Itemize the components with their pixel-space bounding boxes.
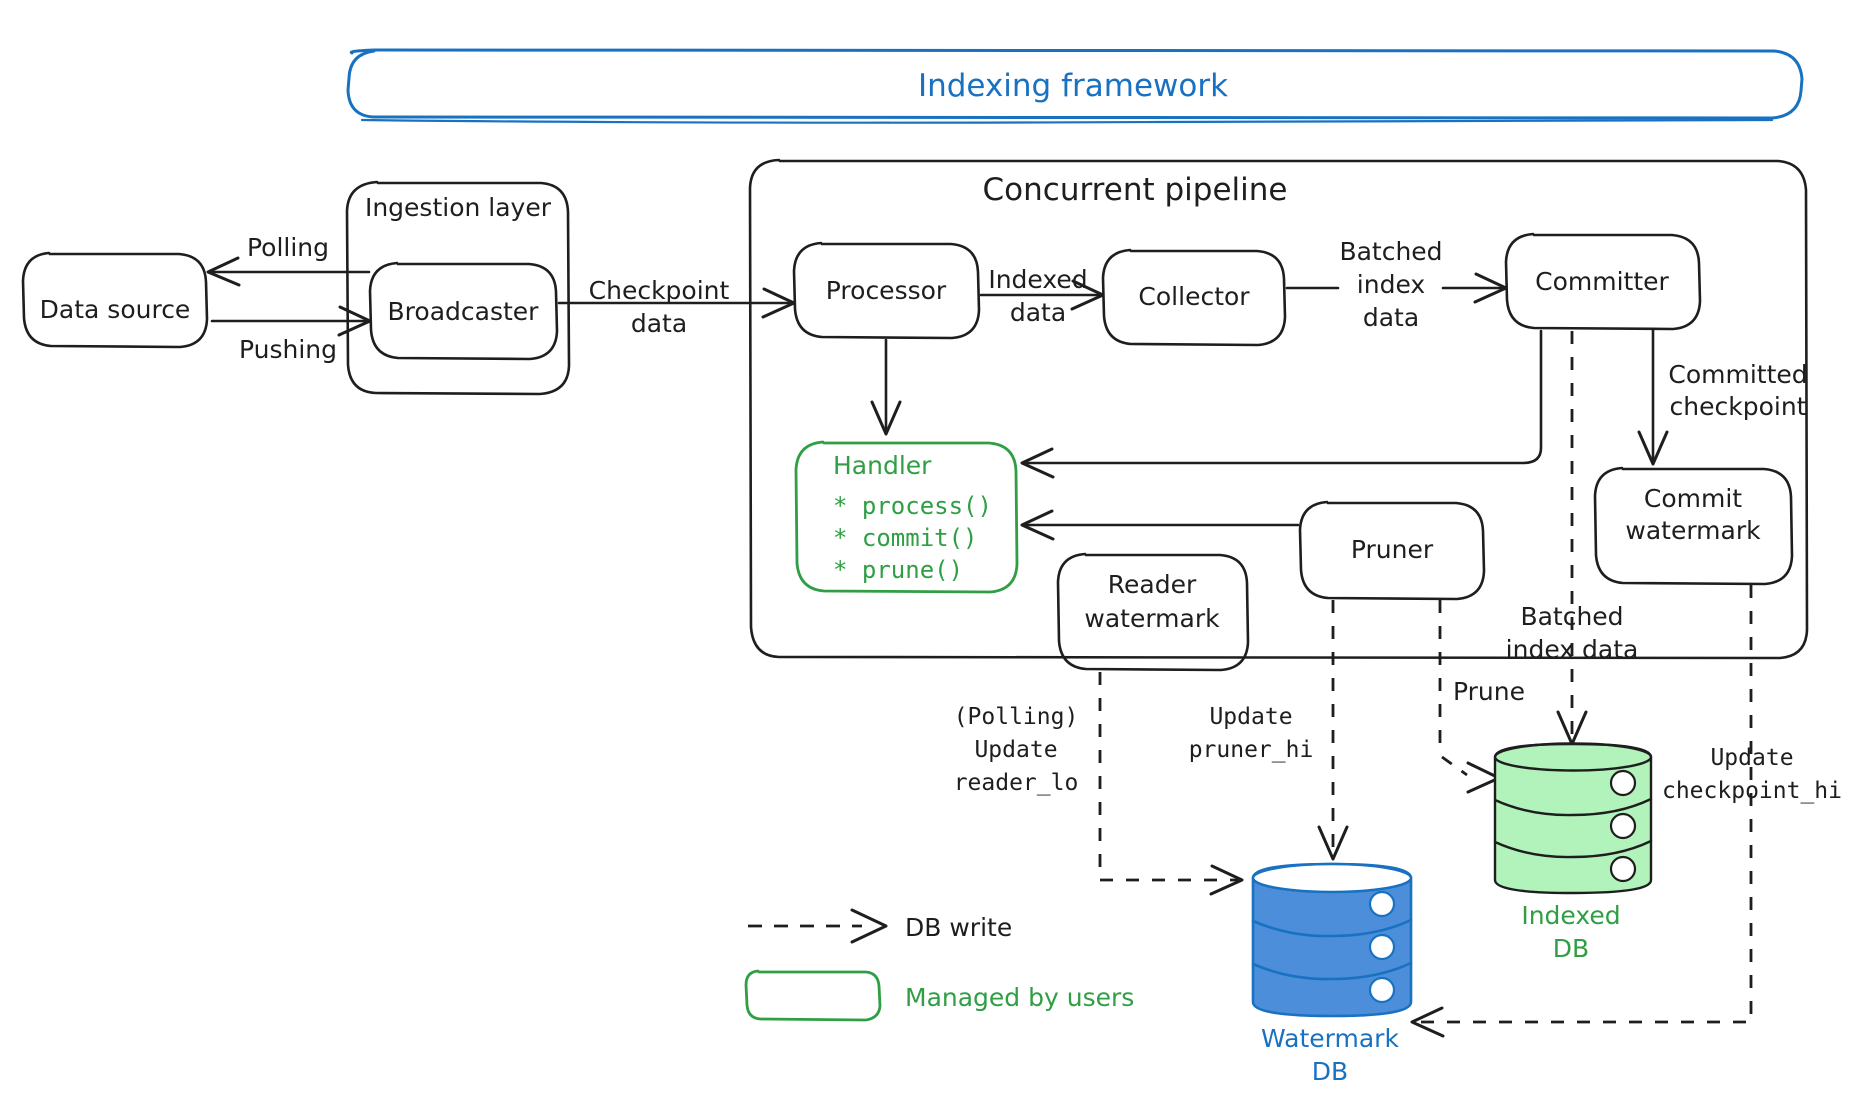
node-reader-watermark[interactable]: Reader watermark (1056, 552, 1250, 672)
edge-batched-index-data: Batched index data (1285, 237, 1508, 332)
watermark-db-label-line1: Watermark (1261, 1024, 1399, 1053)
edge-label-indexed-data-line2: data (1010, 298, 1066, 327)
edge-checkpoint-data: Checkpoint data (557, 276, 796, 338)
edge-processor-to-handler (870, 338, 902, 436)
reader-watermark-label-line2: watermark (1084, 604, 1220, 633)
data-source-label: Data source (40, 295, 191, 324)
edge-batched-index-data-db-write: Batched index data (1506, 331, 1639, 746)
edge-pushing: Pushing (210, 305, 372, 364)
committer-label: Committer (1535, 267, 1669, 296)
node-commit-watermark[interactable]: Commit watermark (1593, 466, 1794, 586)
edge-committer-to-handler (1020, 329, 1543, 479)
edge-label-update-pruner-line2: pruner_hi (1189, 737, 1314, 763)
edge-label-update-reader-line1: Update (974, 737, 1057, 763)
edge-pruner-to-handler (1020, 509, 1300, 541)
edge-label-batched-index-data2-line1: Batched (1520, 602, 1623, 631)
database-watermark-db[interactable]: Watermark DB (1251, 862, 1413, 1086)
legend-item-db-write: DB write (748, 908, 1012, 944)
edge-label-committed-checkpoint-line1: Committed (1668, 360, 1807, 389)
edge-label-batched-index-data-line2: index (1357, 270, 1425, 299)
edge-committed-checkpoint: Committed checkpoint (1637, 328, 1808, 466)
pruner-label: Pruner (1351, 535, 1434, 564)
edge-label-batched-index-data-line3: data (1363, 303, 1419, 332)
edge-pruner-watermark-db-write: Update pruner_hi (1189, 600, 1349, 861)
broadcaster-label: Broadcaster (388, 297, 540, 326)
commit-watermark-label-line2: watermark (1625, 516, 1761, 545)
legend: DB write Managed by users (744, 908, 1134, 1022)
indexed-db-label-line2: DB (1553, 934, 1589, 963)
edge-label-update-pruner-line1: Update (1209, 704, 1292, 730)
edge-label-batched-index-data2-line2: index data (1506, 635, 1639, 664)
container-concurrent-pipeline: Concurrent pipeline (748, 158, 1809, 660)
edge-reader-watermark-db-write: (Polling) Update reader_lo (954, 672, 1244, 896)
edge-label-polling-paren: (Polling) (954, 704, 1079, 730)
edge-label-pushing: Pushing (239, 335, 337, 364)
node-data-source[interactable]: Data source (21, 251, 209, 349)
node-processor[interactable]: Processor (792, 241, 981, 340)
edge-label-update-checkpoint-line1: Update (1710, 745, 1793, 771)
commit-watermark-label-line1: Commit (1644, 484, 1742, 513)
handler-title: Handler (833, 451, 932, 480)
watermark-db-label-line2: DB (1312, 1057, 1348, 1086)
indexing-framework-title: Indexing framework (918, 68, 1228, 104)
edge-label-update-reader-line2: reader_lo (954, 770, 1079, 796)
edge-polling: Polling (206, 233, 371, 287)
collector-label: Collector (1138, 282, 1250, 311)
node-pruner[interactable]: Pruner (1298, 500, 1486, 601)
container-indexing-framework: Indexing framework (346, 48, 1804, 124)
edge-label-checkpoint-data-line1: Checkpoint (589, 276, 730, 305)
node-broadcaster[interactable]: Broadcaster (368, 261, 559, 361)
reader-watermark-label-line1: Reader (1108, 570, 1197, 599)
node-committer[interactable]: Committer (1504, 232, 1702, 331)
edge-label-polling: Polling (247, 233, 329, 262)
node-collector[interactable]: Collector (1101, 248, 1287, 347)
legend-item-managed-by-users: Managed by users (744, 969, 1134, 1022)
edge-label-indexed-data-line1: Indexed (988, 265, 1087, 294)
database-indexed-db[interactable]: Indexed DB (1493, 742, 1653, 964)
edge-label-update-checkpoint-line2: checkpoint_hi (1662, 778, 1842, 804)
concurrent-pipeline-label: Concurrent pipeline (983, 172, 1288, 208)
node-handler[interactable]: Handler * process() * commit() * prune() (794, 440, 1019, 594)
edge-indexed-data: Indexed data (979, 265, 1105, 327)
indexed-db-label-line1: Indexed (1521, 901, 1620, 930)
edge-label-batched-index-data-line1: Batched (1339, 237, 1442, 266)
legend-label-managed-by-users: Managed by users (905, 983, 1134, 1012)
edge-label-committed-checkpoint-line2: checkpoint (1670, 392, 1807, 421)
handler-method-prune: * prune() (833, 556, 963, 584)
handler-method-process: * process() (833, 492, 992, 520)
container-ingestion-layer: Ingestion layer (345, 180, 571, 396)
ingestion-layer-label: Ingestion layer (365, 193, 552, 222)
processor-label: Processor (826, 276, 947, 305)
edge-commit-watermark-db-write: Update checkpoint_hi (1410, 585, 1842, 1038)
edge-label-checkpoint-data-line2: data (631, 309, 687, 338)
edge-label-prune: Prune (1453, 677, 1525, 706)
handler-method-commit: * commit() (833, 524, 978, 552)
legend-label-db-write: DB write (905, 913, 1012, 942)
